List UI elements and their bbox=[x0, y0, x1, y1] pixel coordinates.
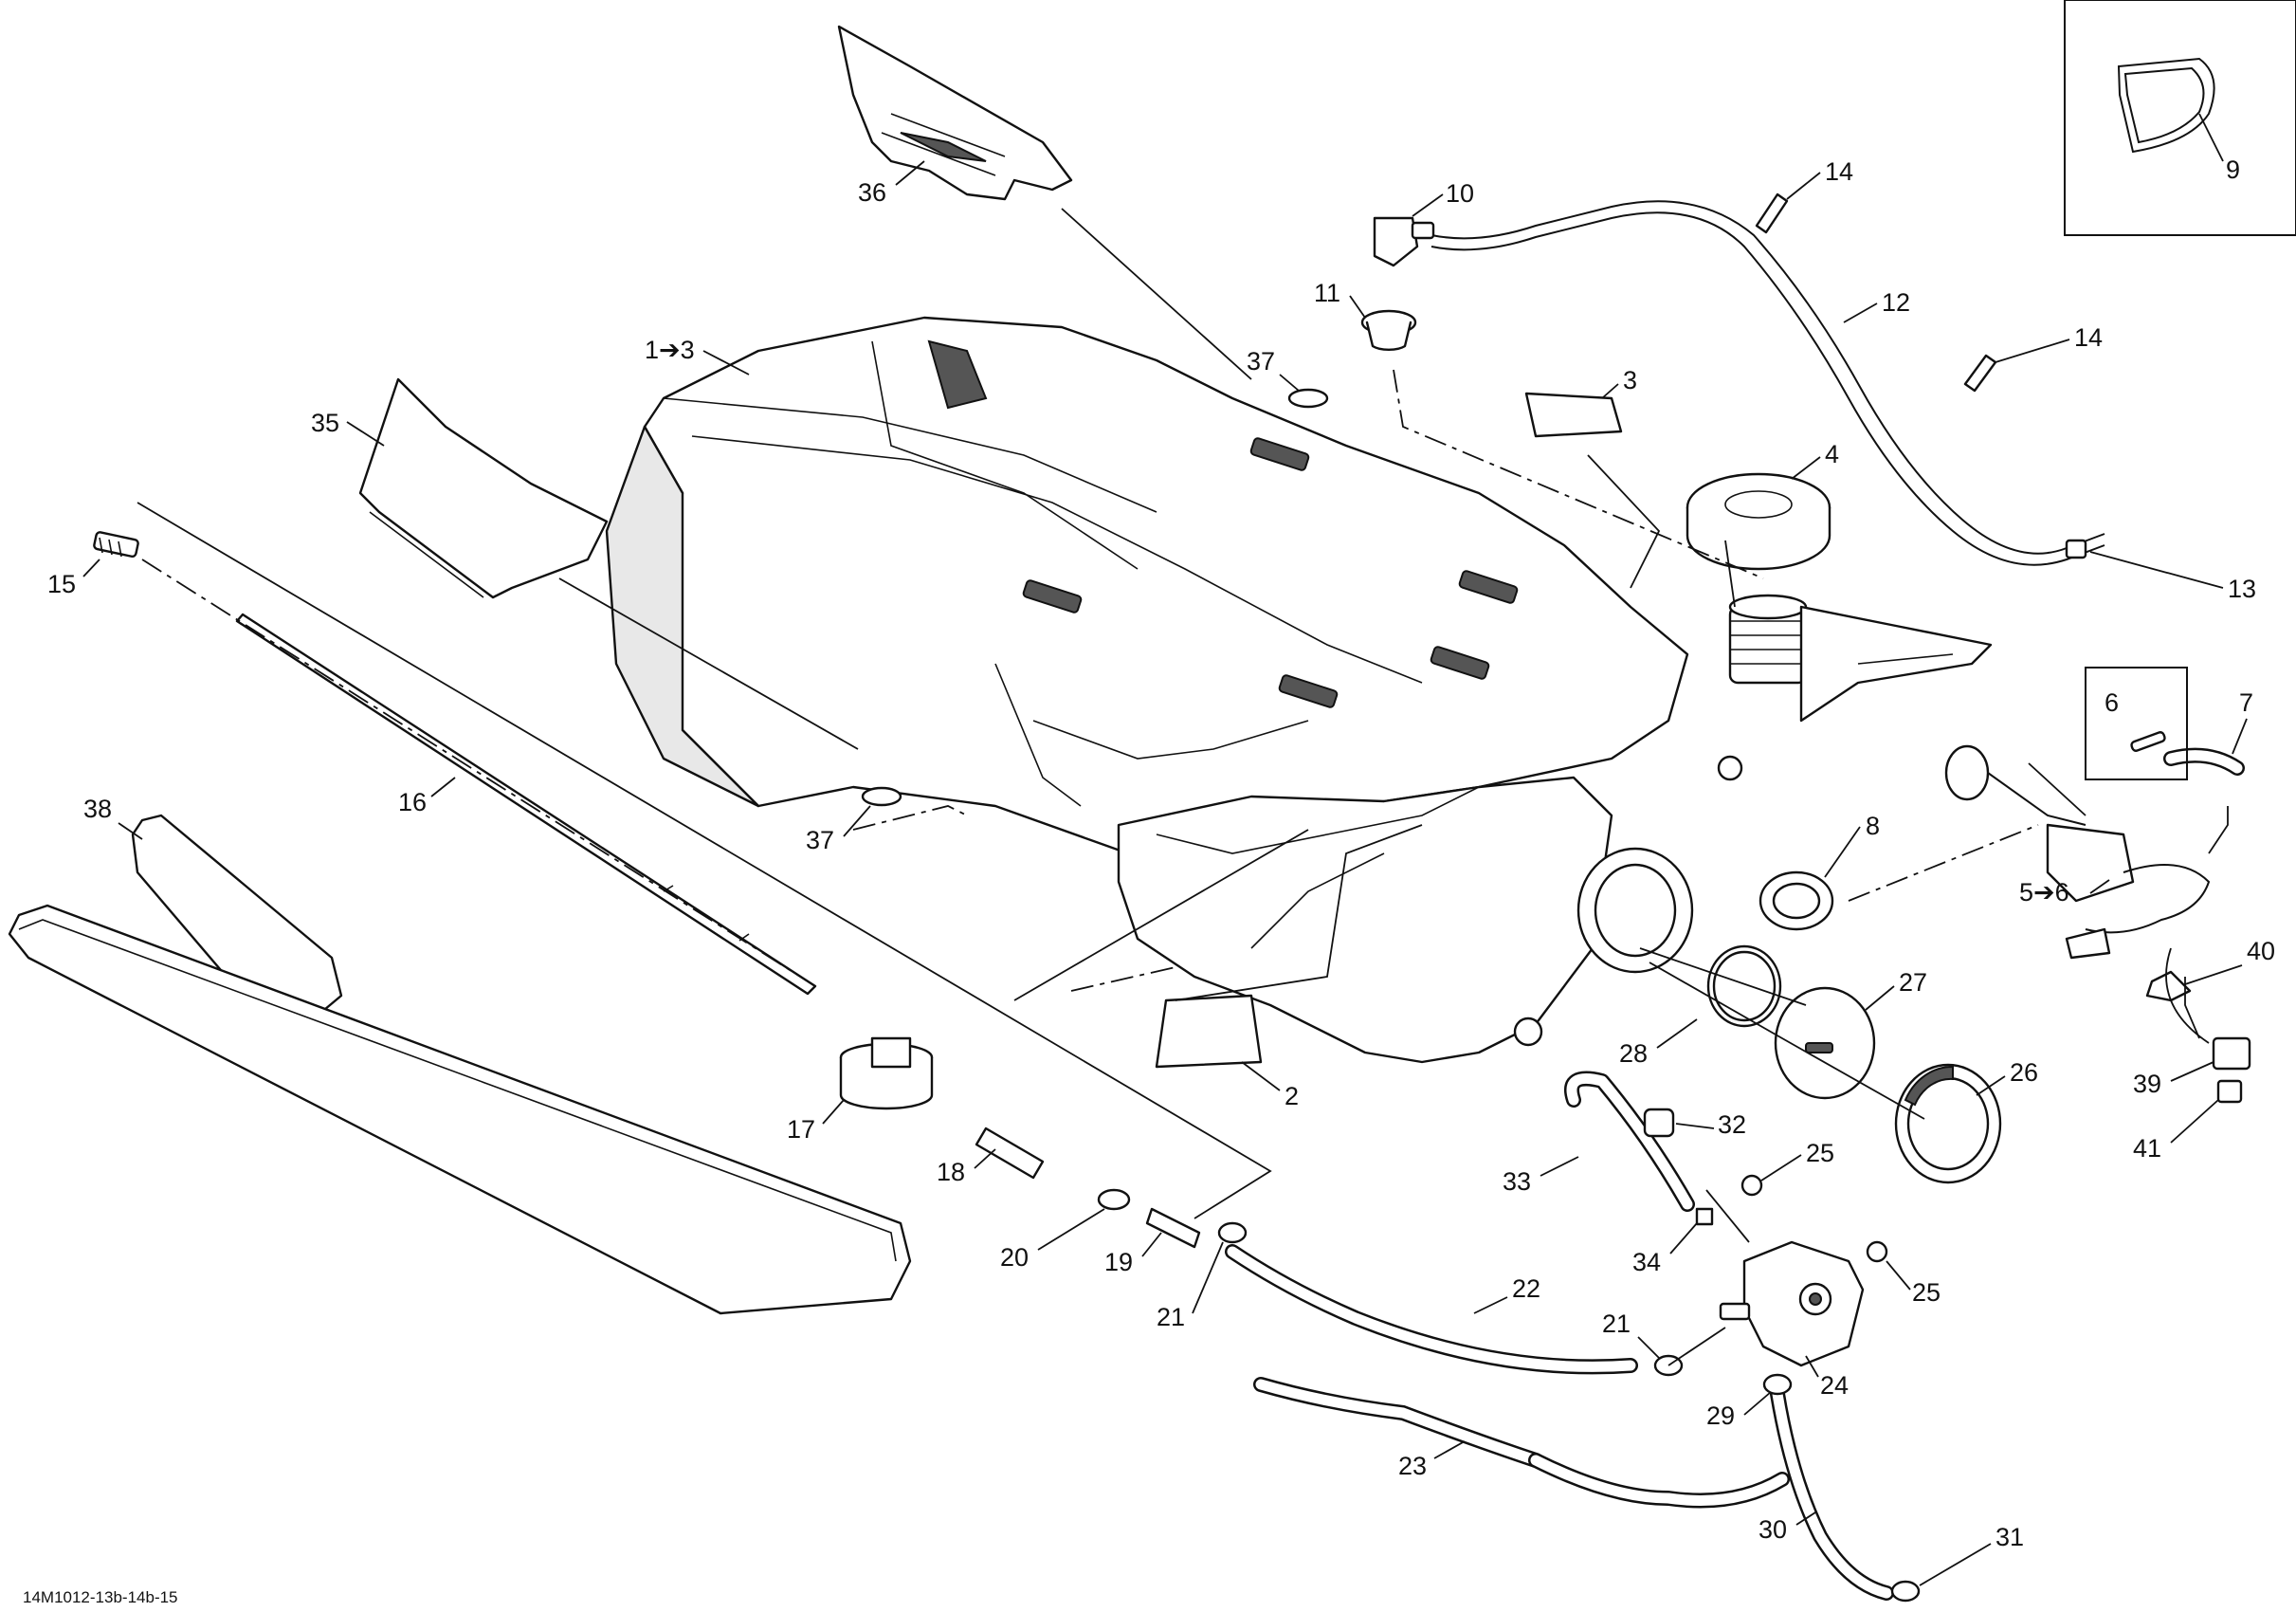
callout-15: 15 bbox=[47, 570, 76, 598]
part-8-ring bbox=[1758, 870, 1834, 931]
part-15-fitting bbox=[93, 531, 139, 559]
callout-11: 11 bbox=[1314, 279, 1340, 307]
callout-14-top: 14 bbox=[1825, 157, 1853, 186]
callout-12: 12 bbox=[1882, 288, 1910, 317]
part-6-fuse bbox=[2130, 731, 2166, 752]
callout-8: 8 bbox=[1866, 812, 1880, 840]
part-3-pad bbox=[1524, 392, 1623, 438]
part-37-grommet bbox=[861, 388, 1329, 807]
dashed-assembly-lines bbox=[141, 369, 2039, 992]
part-24-fuel-pump bbox=[1719, 1240, 1865, 1367]
callout-25-right: 25 bbox=[1912, 1278, 1941, 1307]
callout-19: 19 bbox=[1104, 1248, 1133, 1276]
part-32-cap bbox=[1643, 1108, 1675, 1138]
callout-10: 10 bbox=[1446, 179, 1474, 208]
part-10-elbow bbox=[1373, 216, 1435, 267]
callout-28: 28 bbox=[1619, 1039, 1648, 1068]
callout-29: 29 bbox=[1706, 1401, 1735, 1430]
part-20-grommet bbox=[1097, 1188, 1131, 1211]
part-34-clip bbox=[1695, 1207, 1714, 1226]
inset-box-9 bbox=[2064, 0, 2296, 236]
part-41-bolt bbox=[2216, 1079, 2243, 1104]
callout-33: 33 bbox=[1503, 1167, 1531, 1196]
part-19-check-valve bbox=[1145, 1207, 1201, 1249]
callout-18: 18 bbox=[937, 1158, 965, 1186]
part-23-corrugated-hose bbox=[1253, 1377, 1790, 1509]
part-26-lock-ring bbox=[1894, 1063, 2002, 1184]
part-9-hose-loop bbox=[2117, 57, 2215, 154]
callout-37-top: 37 bbox=[1247, 347, 1275, 376]
callout-14-mid: 14 bbox=[2074, 323, 2103, 352]
callout-16: 16 bbox=[398, 788, 427, 816]
fuel-tank bbox=[605, 316, 1993, 1064]
part-40-nut bbox=[2145, 970, 2192, 1002]
callout-7: 7 bbox=[2239, 688, 2253, 717]
part-22-fuel-hose bbox=[1225, 1244, 1638, 1375]
part-14-clip bbox=[1755, 192, 1997, 393]
callout-23: 23 bbox=[1398, 1452, 1427, 1480]
callout-41: 41 bbox=[2133, 1134, 2161, 1163]
part-33-hose bbox=[1564, 1071, 1695, 1212]
callout-21-left: 21 bbox=[1157, 1303, 1185, 1331]
callout-4: 4 bbox=[1825, 440, 1839, 468]
callout-27: 27 bbox=[1899, 968, 1927, 997]
callout-24: 24 bbox=[1820, 1371, 1849, 1400]
callout-34: 34 bbox=[1632, 1248, 1661, 1276]
part-2-pad bbox=[1155, 994, 1263, 1069]
part-28-o-ring bbox=[1706, 944, 1782, 1028]
callout-30: 30 bbox=[1758, 1515, 1787, 1544]
part-36-shield bbox=[837, 25, 1073, 201]
callout-3: 3 bbox=[1623, 366, 1637, 394]
part-5-6-sender bbox=[1944, 744, 2211, 960]
part-25-nut bbox=[1740, 1174, 1888, 1263]
part-30-hose bbox=[1770, 1386, 1894, 1601]
part-31-clamp bbox=[1890, 1580, 1921, 1603]
callout-36: 36 bbox=[858, 178, 886, 207]
callout-26: 26 bbox=[2010, 1058, 2038, 1087]
callout-39: 39 bbox=[2133, 1070, 2161, 1098]
callout-21-right: 21 bbox=[1602, 1310, 1631, 1338]
part-18-fitting bbox=[975, 1127, 1045, 1180]
callout-25-top: 25 bbox=[1806, 1139, 1834, 1167]
callout-17: 17 bbox=[787, 1115, 815, 1144]
callout-32: 32 bbox=[1718, 1110, 1746, 1139]
callout-38: 38 bbox=[83, 795, 112, 823]
callout-2: 2 bbox=[1285, 1082, 1299, 1110]
part-38-pad bbox=[8, 814, 912, 1315]
callout-37-bottom: 37 bbox=[806, 826, 834, 854]
part-7-hose bbox=[2163, 747, 2245, 776]
callout-22: 22 bbox=[1512, 1274, 1540, 1303]
assembly-lines bbox=[137, 208, 2229, 1366]
callouts: 1➔3 2 3 4 5➔6 6 7 8 9 10 11 12 13 14 14 … bbox=[47, 113, 2275, 1586]
part-11-grommet bbox=[1360, 309, 1417, 351]
part-13-cap bbox=[2065, 539, 2087, 559]
callout-9: 9 bbox=[2226, 156, 2240, 184]
callout-31: 31 bbox=[1995, 1523, 2024, 1551]
part-27-plate bbox=[1774, 986, 1876, 1100]
callout-6: 6 bbox=[2105, 688, 2119, 717]
part-29-clamp bbox=[1762, 1373, 1793, 1396]
part-12-vent-hose bbox=[1430, 200, 2105, 566]
part-39-bracket bbox=[2212, 1036, 2251, 1071]
part-35-shield bbox=[358, 377, 609, 599]
part-4-fuel-cap bbox=[1686, 472, 1831, 571]
callout-1-3: 1➔3 bbox=[645, 336, 695, 364]
callout-20: 20 bbox=[1000, 1243, 1029, 1272]
part-17-vent-valve bbox=[839, 1036, 934, 1110]
callout-40: 40 bbox=[2247, 937, 2275, 965]
inset-box-6 bbox=[2085, 667, 2188, 780]
callout-13: 13 bbox=[2228, 575, 2256, 603]
callout-5-6: 5➔6 bbox=[2019, 878, 2069, 907]
callout-35: 35 bbox=[311, 409, 339, 437]
figure-code: 14M1012-13b-14b-15 bbox=[23, 1588, 178, 1606]
